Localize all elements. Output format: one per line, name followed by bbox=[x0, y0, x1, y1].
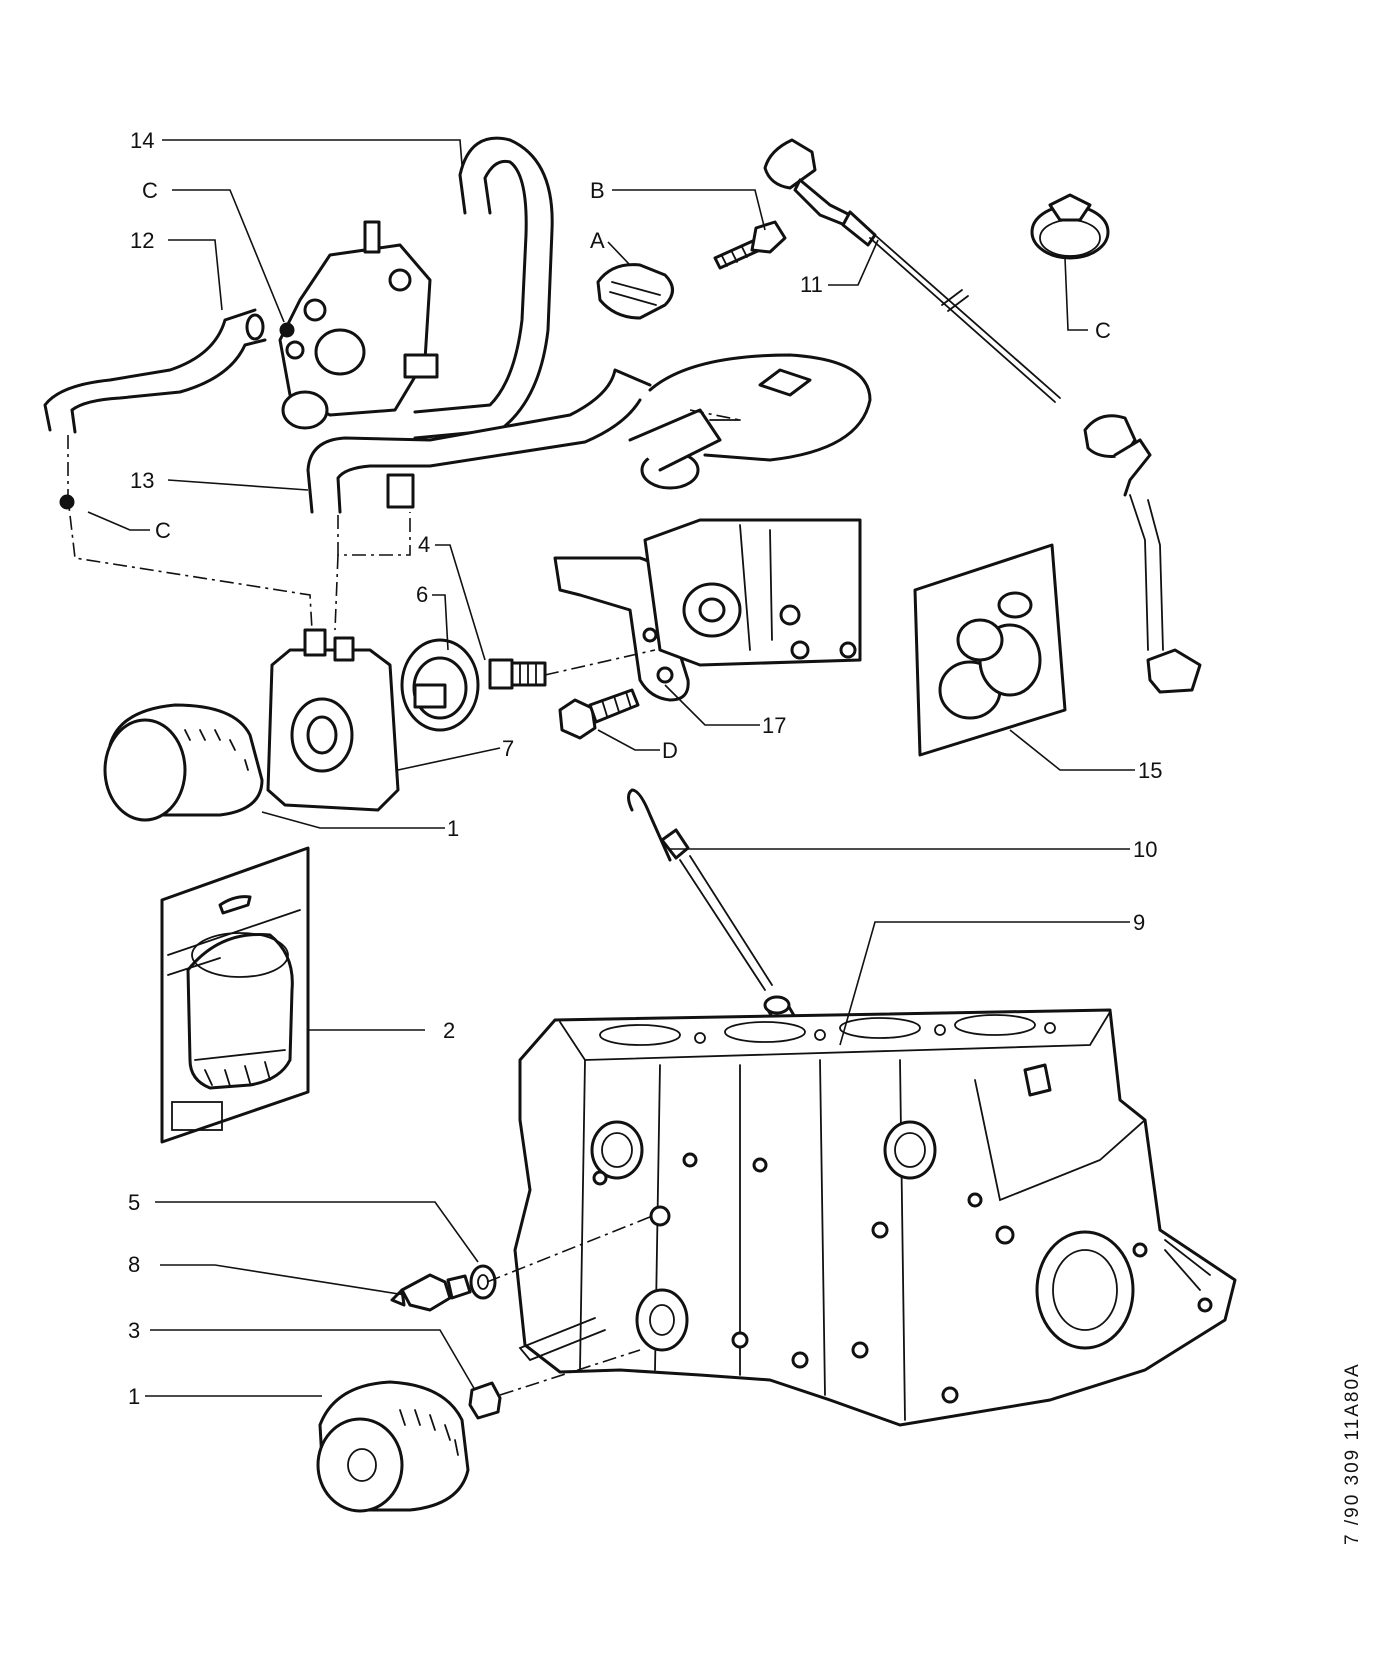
thermostat-housing-bracket bbox=[628, 353, 872, 490]
oil-filter-top bbox=[103, 703, 264, 822]
callout-2: 2 bbox=[443, 1018, 455, 1043]
bolt-b bbox=[713, 220, 787, 270]
engine-block bbox=[513, 1008, 1237, 1427]
water-pump-housing bbox=[278, 220, 439, 430]
callout-4: 4 bbox=[418, 532, 430, 557]
callout-8: 8 bbox=[128, 1252, 140, 1277]
hose-13 bbox=[306, 368, 652, 514]
dipstick-assembly-11 bbox=[763, 138, 1202, 694]
callout-6: 6 bbox=[416, 582, 428, 607]
callout-5: 5 bbox=[128, 1190, 140, 1215]
oil-filter-kit-2 bbox=[160, 846, 310, 1144]
oil-filter-bottom bbox=[316, 1380, 470, 1513]
callout-d: D bbox=[662, 738, 678, 763]
dipstick-10 bbox=[627, 788, 773, 991]
callout-11: 11 bbox=[800, 272, 823, 297]
gasket-set-15 bbox=[913, 543, 1067, 757]
callout-7: 7 bbox=[502, 736, 514, 761]
hose-14 bbox=[413, 136, 554, 440]
callout-12: 12 bbox=[130, 228, 154, 253]
callout-3: 3 bbox=[128, 1318, 140, 1343]
engine-upper-section bbox=[643, 518, 862, 667]
hose-clamp-c bbox=[1030, 193, 1110, 260]
callout-c-top: C bbox=[142, 178, 158, 203]
oil-pressure-switch-8 bbox=[390, 1273, 472, 1312]
callout-b: B bbox=[590, 178, 605, 203]
callout-14: 14 bbox=[130, 128, 154, 153]
callout-15: 15 bbox=[1138, 758, 1162, 783]
callout-c-mid: C bbox=[155, 518, 171, 543]
callout-1-top: 1 bbox=[447, 816, 459, 841]
bolt-4 bbox=[488, 658, 547, 690]
callout-a: A bbox=[590, 228, 605, 253]
callout-13: 13 bbox=[130, 468, 154, 493]
connection-lines bbox=[59, 409, 741, 1396]
clip-a bbox=[596, 263, 674, 320]
reference-code: 7 /90 309 11A80A bbox=[1342, 1362, 1363, 1545]
callout-9: 9 bbox=[1133, 910, 1145, 935]
washer-5 bbox=[469, 1264, 497, 1300]
callout-c-right: C bbox=[1095, 318, 1111, 343]
seal-6 bbox=[400, 638, 480, 732]
callout-17: 17 bbox=[762, 713, 786, 738]
union-nipple-3 bbox=[468, 1381, 502, 1420]
hose-12 bbox=[43, 308, 295, 434]
oil-cooler bbox=[266, 628, 400, 812]
bolt-d bbox=[558, 688, 640, 740]
callout-10: 10 bbox=[1133, 837, 1157, 862]
leader-lines bbox=[87, 139, 1135, 1397]
callout-1-bottom: 1 bbox=[128, 1384, 140, 1409]
